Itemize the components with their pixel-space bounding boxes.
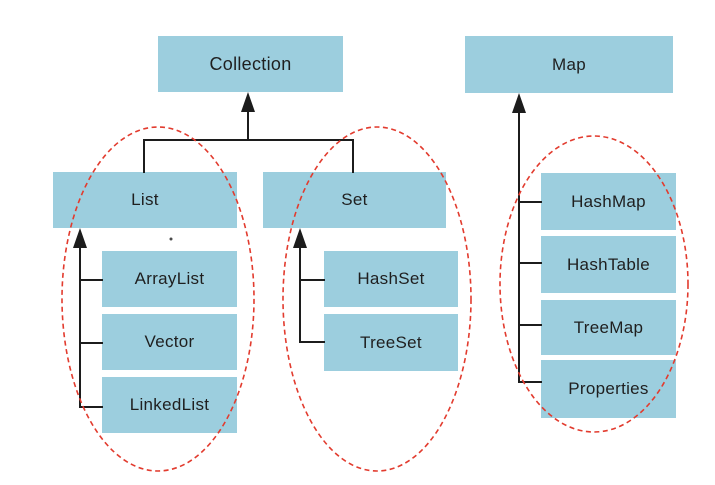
node-arraylist: ArrayList	[102, 251, 237, 307]
stray-dot-mark	[169, 237, 173, 241]
node-collection: Collection	[158, 36, 343, 92]
node-treemap: TreeMap	[541, 300, 676, 355]
node-vector: Vector	[102, 314, 237, 370]
set-arrowhead-icon	[293, 228, 307, 248]
map-arrowhead-icon	[512, 93, 526, 113]
node-linkedlist: LinkedList	[102, 377, 237, 433]
set-subtree-connector	[299, 244, 325, 343]
collection-arrowhead-icon	[241, 92, 255, 112]
node-treeset: TreeSet	[324, 314, 458, 371]
collection-branch-connector	[143, 110, 354, 173]
node-hashset: HashSet	[324, 251, 458, 307]
node-set: Set	[263, 172, 446, 228]
node-map: Map	[465, 36, 673, 93]
map-subtree-connector	[518, 109, 542, 383]
list-subtree-connector	[79, 244, 103, 408]
node-properties: Properties	[541, 360, 676, 418]
node-hashmap: HashMap	[541, 173, 676, 230]
list-arrowhead-icon	[73, 228, 87, 248]
node-list: List	[53, 172, 237, 228]
node-hashtable: HashTable	[541, 236, 676, 293]
